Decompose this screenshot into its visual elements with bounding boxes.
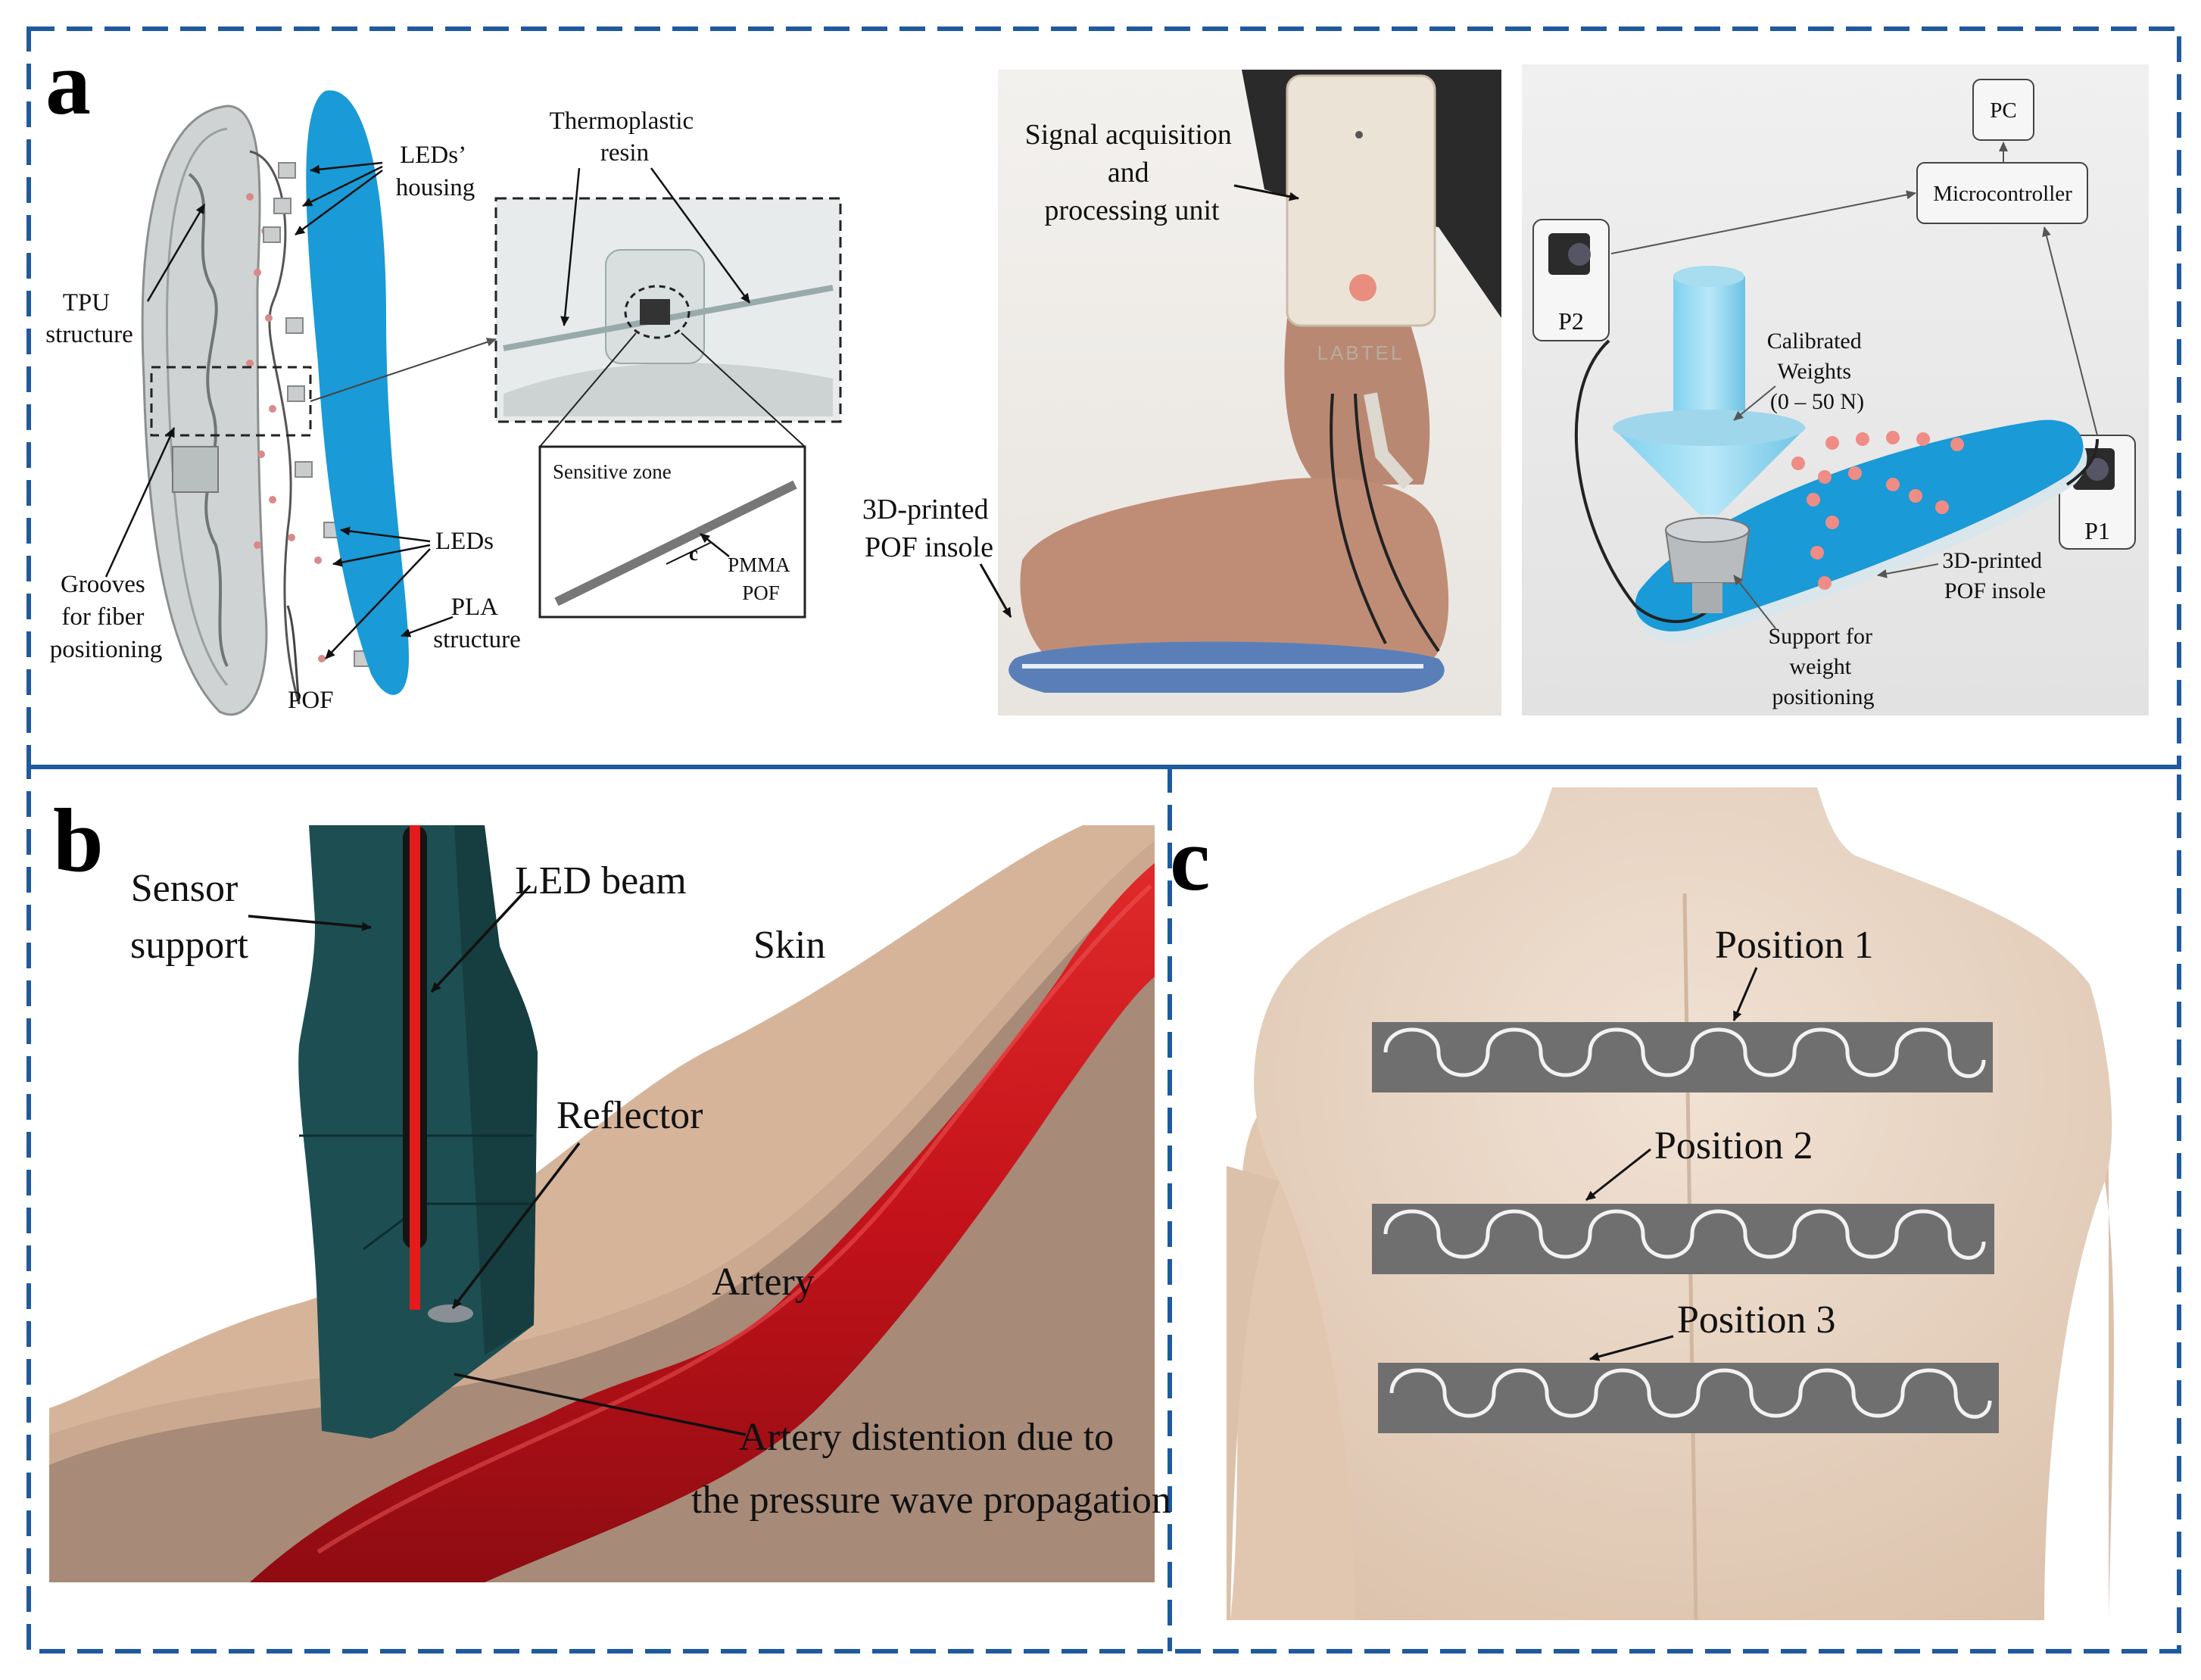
device-brand-label: LABTEL (1317, 341, 1404, 364)
sensor-strips (1372, 1022, 1999, 1433)
label-c: c (689, 542, 698, 565)
label-leds-housing: LEDs’ housing (396, 142, 475, 201)
artery-highlight (316, 884, 1153, 1554)
label-sensitive-zone: Sensitive zone (553, 460, 672, 483)
zoom-connector-2 (539, 332, 637, 447)
label-pof: POF (288, 687, 334, 714)
skin-layer (49, 825, 1155, 1435)
reflector (428, 1304, 473, 1323)
zoom-connector-3 (681, 332, 806, 447)
tpu-zoom-box (150, 366, 312, 437)
setup-sensor-dots (1791, 431, 1964, 590)
label-skin: Skin (753, 924, 825, 967)
label-signal-unit: Signal acquisition and processing unit (1025, 119, 1239, 226)
label-position-2: Position 2 (1654, 1124, 1813, 1167)
panel-bc-frame (26, 765, 2181, 1654)
pla-insole (306, 90, 409, 695)
panel-a-frame (26, 26, 2181, 769)
led-housings (263, 162, 372, 667)
label-artery: Artery (712, 1261, 815, 1304)
label-led-beam: LED beam (515, 859, 687, 902)
panel-c: c Position 1 Position 2 Position 3 (1170, 787, 2114, 1621)
label-pc: PC (1990, 98, 2016, 123)
label-leds: LEDs (435, 528, 494, 555)
artery-shape (250, 863, 1155, 1582)
label-thermoplastic: Thermoplastic resin (550, 108, 700, 167)
label-distention: Artery distention due to the pressure wa… (691, 1416, 1171, 1522)
label-reflector: Reflector (556, 1094, 703, 1137)
panel-c-letter: c (1170, 809, 1210, 909)
foot-photo: LABTEL (998, 70, 1501, 715)
label-setup-insole: 3D-printed POF insole (1942, 548, 2047, 603)
label-position-3: Position 3 (1677, 1298, 1836, 1342)
led-dots (246, 193, 326, 662)
thermoplastic-zoom (494, 197, 842, 423)
strip-position-3 (1378, 1363, 1999, 1433)
skin-inner-layer (49, 840, 1155, 1465)
label-sensor-support: Sensor support (130, 867, 249, 967)
label-p1: P1 (2084, 517, 2110, 544)
panel-b-letter: b (53, 790, 104, 890)
label-support: Support for weight positioning (1769, 624, 1878, 709)
panel-a-letter: a (45, 33, 91, 133)
label-grooves: Grooves for fiber positioning (50, 571, 163, 663)
panel-a: a (45, 33, 2149, 716)
label-microcontroller: Microcontroller (1933, 182, 2072, 206)
label-pmma: PMMA POF (728, 553, 794, 604)
strip-position-1 (1372, 1022, 1993, 1092)
label-pla: PLA structure (433, 594, 520, 653)
strip-position-2 (1372, 1204, 1994, 1274)
pof-fiber (286, 605, 301, 705)
sensitive-zone-zoom (538, 445, 806, 619)
label-calibrated-weights: Calibrated Weights (0 – 50 N) (1767, 329, 1867, 414)
led-beam (410, 825, 420, 1310)
label-p2: P2 (1558, 307, 1584, 335)
label-photo-insole: 3D-printed POF insole (862, 494, 996, 563)
label-position-1: Position 1 (1715, 924, 1874, 967)
panel-b: b Sensor support LED beam Skin Reflector… (49, 790, 1171, 1582)
zoom-connector-1 (310, 338, 497, 402)
label-tpu: TPU structure (45, 289, 132, 348)
panel-frames (26, 26, 2181, 1654)
setup-render: PC Microcontroller P2 P1 (1522, 64, 2149, 715)
